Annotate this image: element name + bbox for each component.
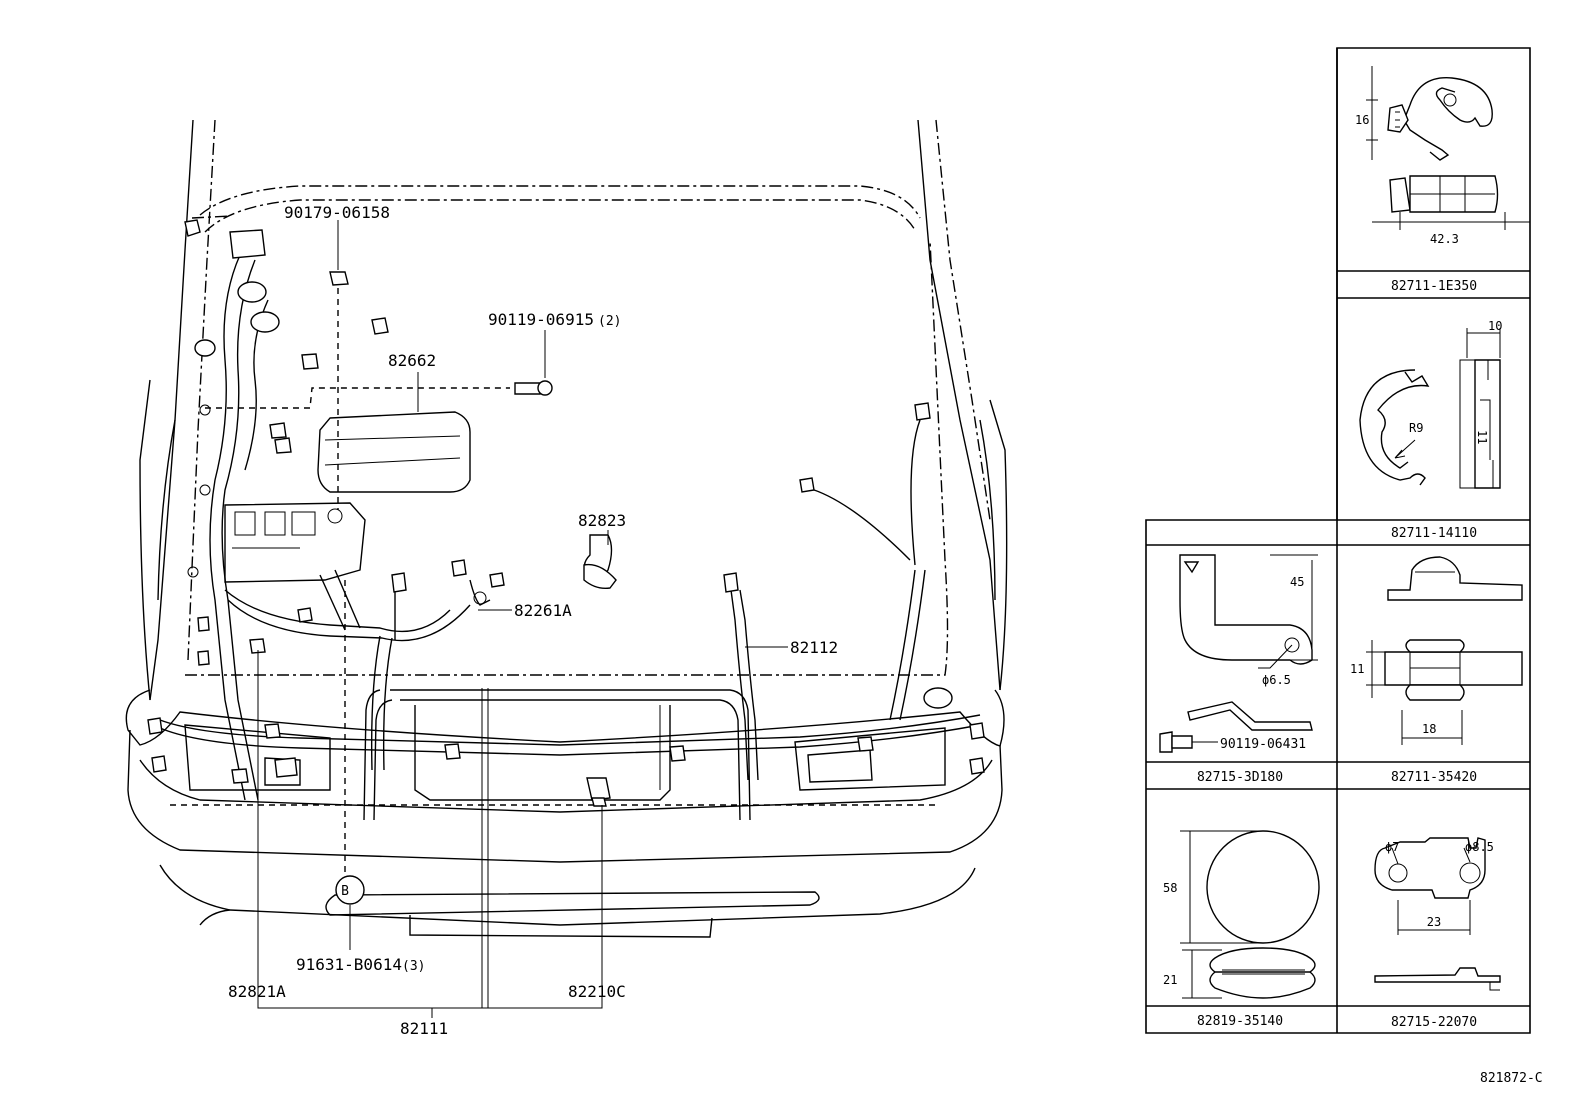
dim-42-3: 42.3 <box>1430 232 1459 246</box>
part-82711-14110-label: 82711-14110 <box>1391 526 1477 541</box>
part-82715-3d180-drawing: 45 ϕ6.5 90119-06431 82715-3D180 <box>1159 554 1318 785</box>
part-82711-35420-label: 82711-35420 <box>1391 770 1477 785</box>
part-82711-1e350-label: 82711-1E350 <box>1391 279 1477 294</box>
part-82819-35140-label: 82819-35140 <box>1197 1014 1283 1029</box>
label-90119-06915-qty: (2) <box>598 314 621 329</box>
dim-16: 16 <box>1355 113 1369 127</box>
part-82715-3d180-label: 82715-3D180 <box>1197 770 1283 785</box>
dim-phi-7: ϕ7 <box>1385 840 1399 854</box>
part-82711-35420-drawing: 11 18 82711-35420 <box>1350 556 1523 785</box>
diagram-id: 821872-C <box>1480 1071 1543 1086</box>
dim-45: 45 <box>1290 575 1304 589</box>
dim-23: 23 <box>1427 915 1441 929</box>
dim-21: 21 <box>1163 973 1177 987</box>
dim-phi-6-5: ϕ6.5 <box>1262 673 1291 687</box>
part-82715-22070-label: 82715-22070 <box>1391 1015 1477 1030</box>
dim-r9: R9 <box>1409 421 1423 435</box>
label-82823: 82823 <box>578 511 626 530</box>
dim-58: 58 <box>1163 881 1177 895</box>
part-82819-35140-drawing: 58 21 82819-35140 <box>1163 830 1320 1029</box>
part-82711-14110-drawing: 10 R9 11 82711-14110 <box>1359 319 1502 541</box>
dim-10: 10 <box>1488 319 1502 333</box>
label-82821a: 82821A <box>228 982 286 1001</box>
label-82261a: 82261A <box>514 601 572 620</box>
label-82662: 82662 <box>388 351 436 370</box>
label-91631-b0614: 91631-B0614 <box>296 955 402 974</box>
label-82111: 82111 <box>400 1019 448 1038</box>
label-90179-06158: 90179-06158 <box>284 203 390 222</box>
label-91631-b0614-qty: (3) <box>402 959 425 974</box>
label-82112: 82112 <box>790 638 838 657</box>
dim-phi-8-5: ϕ8.5 <box>1465 840 1494 854</box>
parts-panel: 16 42.3 82711-1E350 10 R9 11 82711-14110 <box>1145 47 1531 1034</box>
dim-18: 18 <box>1422 722 1436 736</box>
label-82210c: 82210C <box>568 982 626 1001</box>
label-90119-06915: 90119-06915 <box>488 310 594 329</box>
part-82715-22070-drawing: ϕ7 ϕ8.5 23 82715-22070 <box>1374 837 1501 1030</box>
main-callouts: 90179-06158 90119-06915 (2) 82662 82823 … <box>228 203 838 1038</box>
vehicle-illustration <box>125 119 1008 1018</box>
part-90119-06431-label: 90119-06431 <box>1220 737 1306 752</box>
marker-b: B <box>341 884 349 899</box>
part-82711-1e350-drawing: 16 42.3 82711-1E350 <box>1355 66 1530 294</box>
dim-11-side: 11 <box>1475 430 1489 444</box>
dim-11: 11 <box>1350 662 1364 676</box>
